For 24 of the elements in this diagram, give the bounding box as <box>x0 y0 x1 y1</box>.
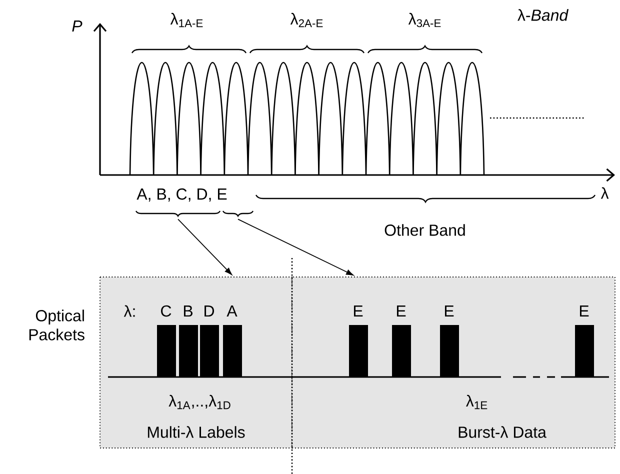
channel-letters: A, B, C, D, E <box>136 188 227 202</box>
band-label: λ-Band <box>518 9 569 21</box>
row-label: Optical Packets <box>29 310 84 340</box>
band-label: λ$_{2A-E}$ <box>290 12 323 28</box>
wavelength-label: λ$_{1A}$,..,λ$_{1D}$ <box>168 394 230 410</box>
channel-letter: B <box>184 306 192 316</box>
channel-letter: E <box>445 306 454 316</box>
channel-letter: E <box>354 306 363 316</box>
channel-letter: E <box>580 306 589 316</box>
channel-letter: C <box>161 305 172 317</box>
arrow <box>238 218 354 276</box>
axis-label: P <box>72 20 82 32</box>
brace <box>222 210 254 217</box>
axis-label: λ <box>600 187 609 199</box>
channel-letter: E <box>397 306 406 316</box>
band-label: Other Band <box>384 224 465 236</box>
channel-letter: A <box>226 306 238 316</box>
channel-letter: D <box>204 306 214 316</box>
arrow <box>178 218 232 275</box>
band-label: λ$_{1A-E}$ <box>170 12 203 28</box>
band-label: λ$_{3A-E}$ <box>408 12 441 28</box>
brace <box>136 210 220 217</box>
row-label: λ: <box>124 305 135 317</box>
wavelength-label: λ$_{1E}$ <box>466 394 488 410</box>
